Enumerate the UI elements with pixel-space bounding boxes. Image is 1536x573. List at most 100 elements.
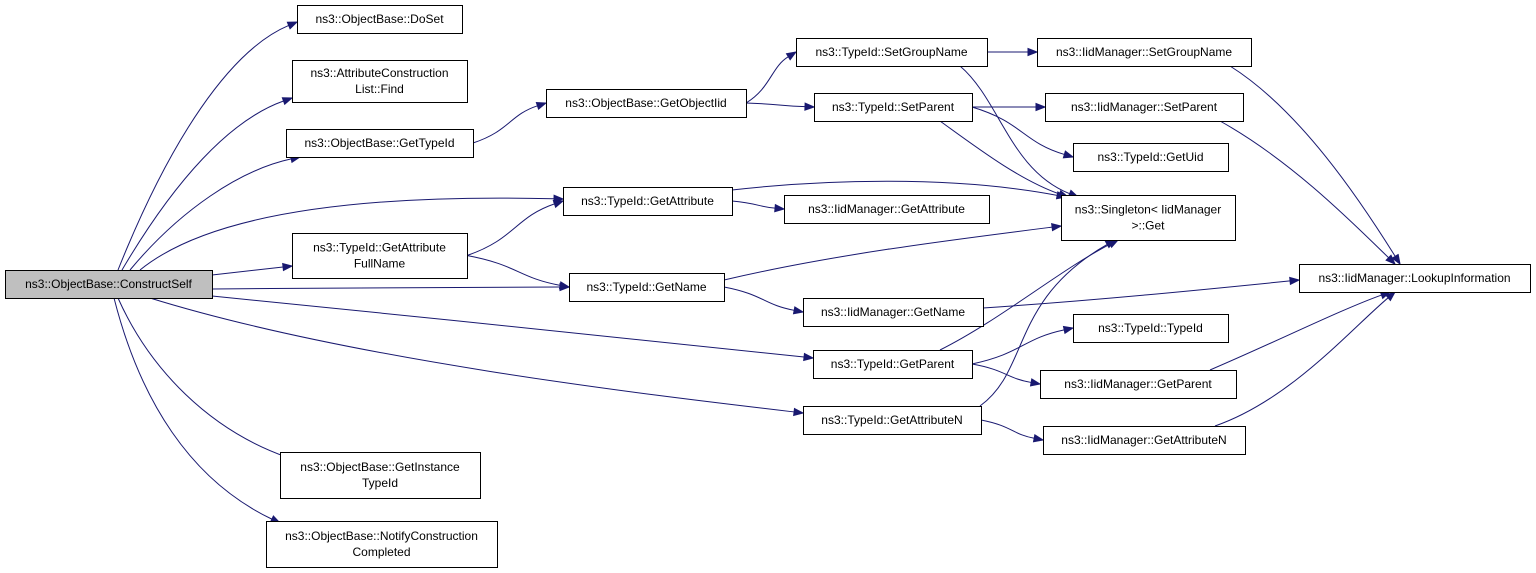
arrowhead-icon [1391, 253, 1401, 266]
node-ob_gettypeid[interactable]: ns3::ObjectBase::GetTypeId [286, 129, 474, 158]
node-label: TypeId [362, 476, 398, 490]
edge-tid_getattributefullname-to-tid_getname [466, 255, 571, 290]
node-box [563, 187, 733, 216]
edge-line [139, 197, 555, 271]
edge-line [211, 295, 805, 358]
node-iid_setparent[interactable]: ns3::IidManager::SetParent [1045, 93, 1244, 122]
edge-iid_setgroupname-to-iid_lookupinformation [1229, 65, 1401, 266]
arrowhead-icon [804, 102, 816, 111]
edge-construct_self-to-tid_getattributefullname [211, 262, 294, 276]
node-tid_getattribute[interactable]: ns3::TypeId::GetAttribute [563, 187, 733, 216]
arrowhead-icon [1062, 325, 1075, 335]
arrowhead-icon [793, 407, 805, 417]
arrowhead-icon [1029, 378, 1042, 387]
node-box [1040, 370, 1237, 399]
node-iid_getattribute[interactable]: ns3::IidManager::GetAttribute [784, 195, 990, 224]
node-tid_getparent[interactable]: ns3::TypeId::GetParent [813, 350, 973, 379]
edge-tid_getparent-to-tid_typeid [971, 325, 1075, 365]
node-ob_getobjectiid[interactable]: ns3::ObjectBase::GetObjectIid [546, 89, 747, 118]
edge-line [723, 286, 795, 311]
edge-tid_setparent-to-iid_setparent [972, 102, 1047, 112]
node-label: ns3::ObjectBase::ConstructSelf [25, 277, 192, 291]
node-tid_getattributen[interactable]: ns3::TypeId::GetAttributeN [803, 406, 982, 435]
arrowhead-icon [1035, 102, 1047, 112]
edge-tid_getname-to-iid_getname [723, 286, 805, 315]
node-doset[interactable]: ns3::ObjectBase::DoSet [297, 5, 463, 34]
node-iid_getname[interactable]: ns3::IidManager::GetName [803, 298, 984, 327]
arrowhead-icon [1385, 254, 1396, 265]
edge-ob_getobjectiid-to-tid_setgroupname [745, 51, 798, 104]
edge-tid_setgroupname-to-singleton_get [959, 65, 1080, 198]
node-box [266, 521, 498, 568]
edge-line [211, 286, 561, 290]
node-tid_setparent[interactable]: ns3::TypeId::SetParent [814, 93, 973, 122]
node-label: ns3::IidManager::SetParent [1071, 100, 1218, 114]
edge-line [1209, 294, 1382, 371]
node-iid_lookupinformation[interactable]: ns3::IidManager::LookupInformation [1299, 264, 1531, 293]
node-tid_typeid[interactable]: ns3::TypeId::TypeId [1073, 314, 1229, 343]
node-label: ns3::IidManager::GetAttributeN [1061, 433, 1226, 447]
edge-line [723, 226, 1053, 281]
node-tid_getname[interactable]: ns3::TypeId::GetName [569, 273, 725, 302]
arrowhead-icon [1289, 276, 1301, 286]
node-label: ns3::TypeId::GetUid [1097, 150, 1203, 164]
node-box [292, 233, 468, 279]
node-iid_getparent[interactable]: ns3::IidManager::GetParent [1040, 370, 1237, 399]
node-box [784, 195, 990, 224]
node-box [286, 129, 474, 158]
node-box [1073, 314, 1229, 343]
edge-tid_getattribute-to-iid_getattribute [731, 200, 786, 213]
edge-line [980, 419, 1035, 439]
node-singleton_get[interactable]: ns3::Singleton< IidManager>::Get [1061, 195, 1236, 241]
edges-layer [113, 21, 1401, 524]
edge-line [1229, 65, 1396, 257]
edge-iid_getname-to-iid_lookupinformation [982, 276, 1301, 309]
edge-iid_getattributen-to-iid_lookupinformation [1214, 291, 1397, 427]
edge-construct_self-to-tid_getparent [211, 295, 815, 362]
edge-line [979, 244, 1108, 407]
node-label: ns3::ObjectBase::GetInstance [300, 460, 460, 474]
node-label: ns3::TypeId::GetAttributeN [821, 413, 962, 427]
node-label: ns3::IidManager::GetAttribute [808, 202, 965, 216]
node-label: ns3::TypeId::GetAttribute [581, 194, 714, 208]
node-box [796, 38, 988, 67]
arrowhead-icon [1032, 434, 1045, 443]
edge-construct_self-to-ob_getinstancetypeid [117, 297, 297, 461]
edge-ob_getobjectiid-to-tid_setparent [745, 102, 816, 111]
edge-ob_gettypeid-to-ob_getobjectiid [472, 101, 548, 144]
node-construct_self[interactable]: ns3::ObjectBase::ConstructSelf [5, 270, 213, 299]
arrowhead-icon [558, 281, 571, 290]
node-tid_getuid[interactable]: ns3::TypeId::GetUid [1073, 143, 1229, 172]
edge-line [939, 120, 1060, 195]
node-label: ns3::TypeId::GetParent [831, 357, 955, 371]
edge-line [129, 158, 292, 271]
node-box [803, 298, 984, 327]
node-box [297, 5, 463, 34]
edge-tid_getname-to-singleton_get [723, 222, 1063, 281]
edge-tid_getattributen-to-iid_getattributen [980, 419, 1045, 443]
node-box [546, 89, 747, 118]
edge-line [466, 203, 555, 256]
node-label: ns3::ObjectBase::DoSet [315, 12, 444, 26]
node-box [5, 270, 213, 299]
node-iid_getattributen[interactable]: ns3::IidManager::GetAttributeN [1043, 426, 1246, 455]
node-tid_setgroupname[interactable]: ns3::TypeId::SetGroupName [796, 38, 988, 67]
arrowhead-icon [803, 352, 815, 362]
edge-line [731, 180, 1058, 196]
edge-tid_getparent-to-iid_getparent [971, 363, 1042, 387]
arrowhead-icon [792, 306, 805, 315]
node-box [1061, 195, 1236, 241]
edge-line [211, 266, 284, 276]
node-box [813, 350, 973, 379]
arrowhead-icon [1051, 222, 1063, 232]
node-box [1043, 426, 1246, 455]
node-box [814, 93, 973, 122]
node-ob_notifyconstructioncompleted[interactable]: ns3::ObjectBase::NotifyConstructionCompl… [266, 521, 498, 568]
node-box [292, 60, 468, 103]
node-iid_setgroupname[interactable]: ns3::IidManager::SetGroupName [1037, 38, 1252, 67]
edge-line [1214, 297, 1389, 427]
arrowhead-icon [1385, 291, 1397, 302]
